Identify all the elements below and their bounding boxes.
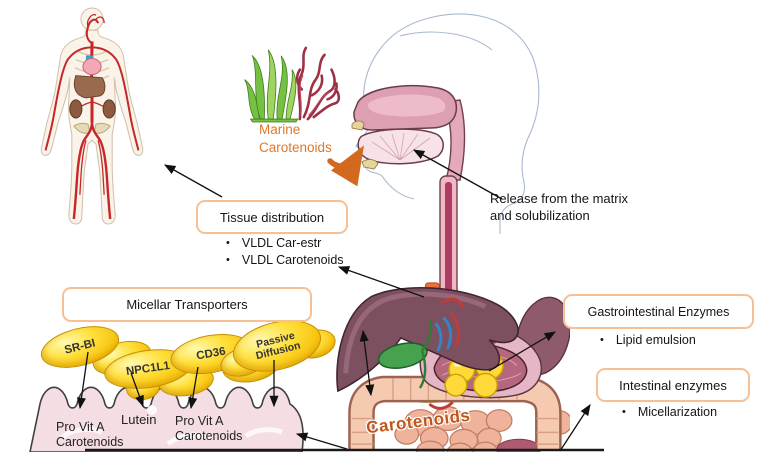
palate-inner [367,94,446,117]
cell-label-provita-2: Pro Vit A Carotenoids [175,414,242,444]
green-algae [244,49,299,123]
provita2-line1: Pro Vit A [175,414,224,428]
human-liver [73,75,106,99]
release-note-line1: Release from the matrix [490,191,628,206]
seaweed-illustration [244,46,341,123]
provita2-line2: Carotenoids [175,429,243,443]
provita1-line2: Carotenoids [56,435,124,449]
intestinal-enzymes-box: Intestinal enzymes [596,368,750,402]
intestinal-bullet-label: Micellarization [637,405,718,419]
cell-label-lutein: Lutein [121,412,156,427]
kidney-right [102,99,116,119]
release-note-line2: and solubilization [490,208,590,223]
release-note: Release from the matrix and solubilizati… [490,190,628,224]
arrow-liver-intestine-exchange [359,329,375,397]
micellar-transporters-box: Micellar Transporters [62,287,312,322]
cell-vesicle [147,405,157,415]
lower-teeth [361,159,379,170]
arrow-tissue-to-body [164,164,223,198]
arrow-stomach-to-gastro-box [488,331,556,372]
marine-carotenoids-label: Marine Carotenoids [259,121,332,157]
bullet-dot: • [226,237,230,249]
tissue-bullet-1-label: VLDL Car-estr [241,236,322,250]
bile-ducts-vessels [419,297,464,389]
tissue-distribution-label: Tissue distribution [219,209,325,225]
arrow-npc1l1-uptake [130,372,144,408]
marine-label-line2: Carotenoids [259,140,332,155]
tongue-striations [371,132,431,161]
gastrointestinal-enzymes-label: Gastrointestinal Enzymes [587,304,730,319]
bullet-dot: • [600,334,604,346]
liver-highlight [343,291,487,374]
cell-highlights [60,426,283,446]
micellar-transporters-label: Micellar Transporters [126,297,248,312]
bullet-dot: • [226,254,230,266]
arrow-srb1-uptake [76,351,89,410]
arrow-liver-to-vldl [337,266,425,298]
tissue-distribution-box: Tissue distribution [196,200,348,234]
arrow-marine-to-mouth [327,145,364,187]
lutein-label: Lutein [121,412,157,427]
intestinal-bullet: • Micellarization [622,405,717,420]
provita1-line1: Pro Vit A [56,420,105,434]
cell-label-provita-1: Pro Vit A Carotenoids [56,420,123,450]
intestinal-enzymes-label: Intestinal enzymes [619,377,727,393]
human-body-illustration [40,7,144,225]
arrow-release-to-mouth [413,149,503,200]
tissue-bullet-2-label: VLDL Carotenoids [241,253,344,267]
gallbladder [377,342,428,369]
red-algae [295,46,341,121]
gastrointestinal-enzymes-box: Gastrointestinal Enzymes [563,294,754,329]
pelvis [73,122,111,134]
arrow-cd36-uptake [188,366,199,410]
arrow-lumen-to-cell [295,432,348,450]
heart [82,57,102,76]
tissue-bullet-2: • VLDL Carotenoids [226,253,344,268]
bullet-dot: • [622,406,626,418]
arrow-intestine-to-intestinal-box [559,404,591,452]
gastro-bullet-label: Lipid emulsion [615,333,696,347]
tissue-bullet-1: • VLDL Car-estr [226,236,321,251]
digestive-organs-illustration [336,282,570,452]
upper-teeth [351,120,365,131]
marine-label-line1: Marine [259,122,301,137]
kidney-left [69,99,83,119]
gastro-bullet: • Lipid emulsion [600,333,696,348]
